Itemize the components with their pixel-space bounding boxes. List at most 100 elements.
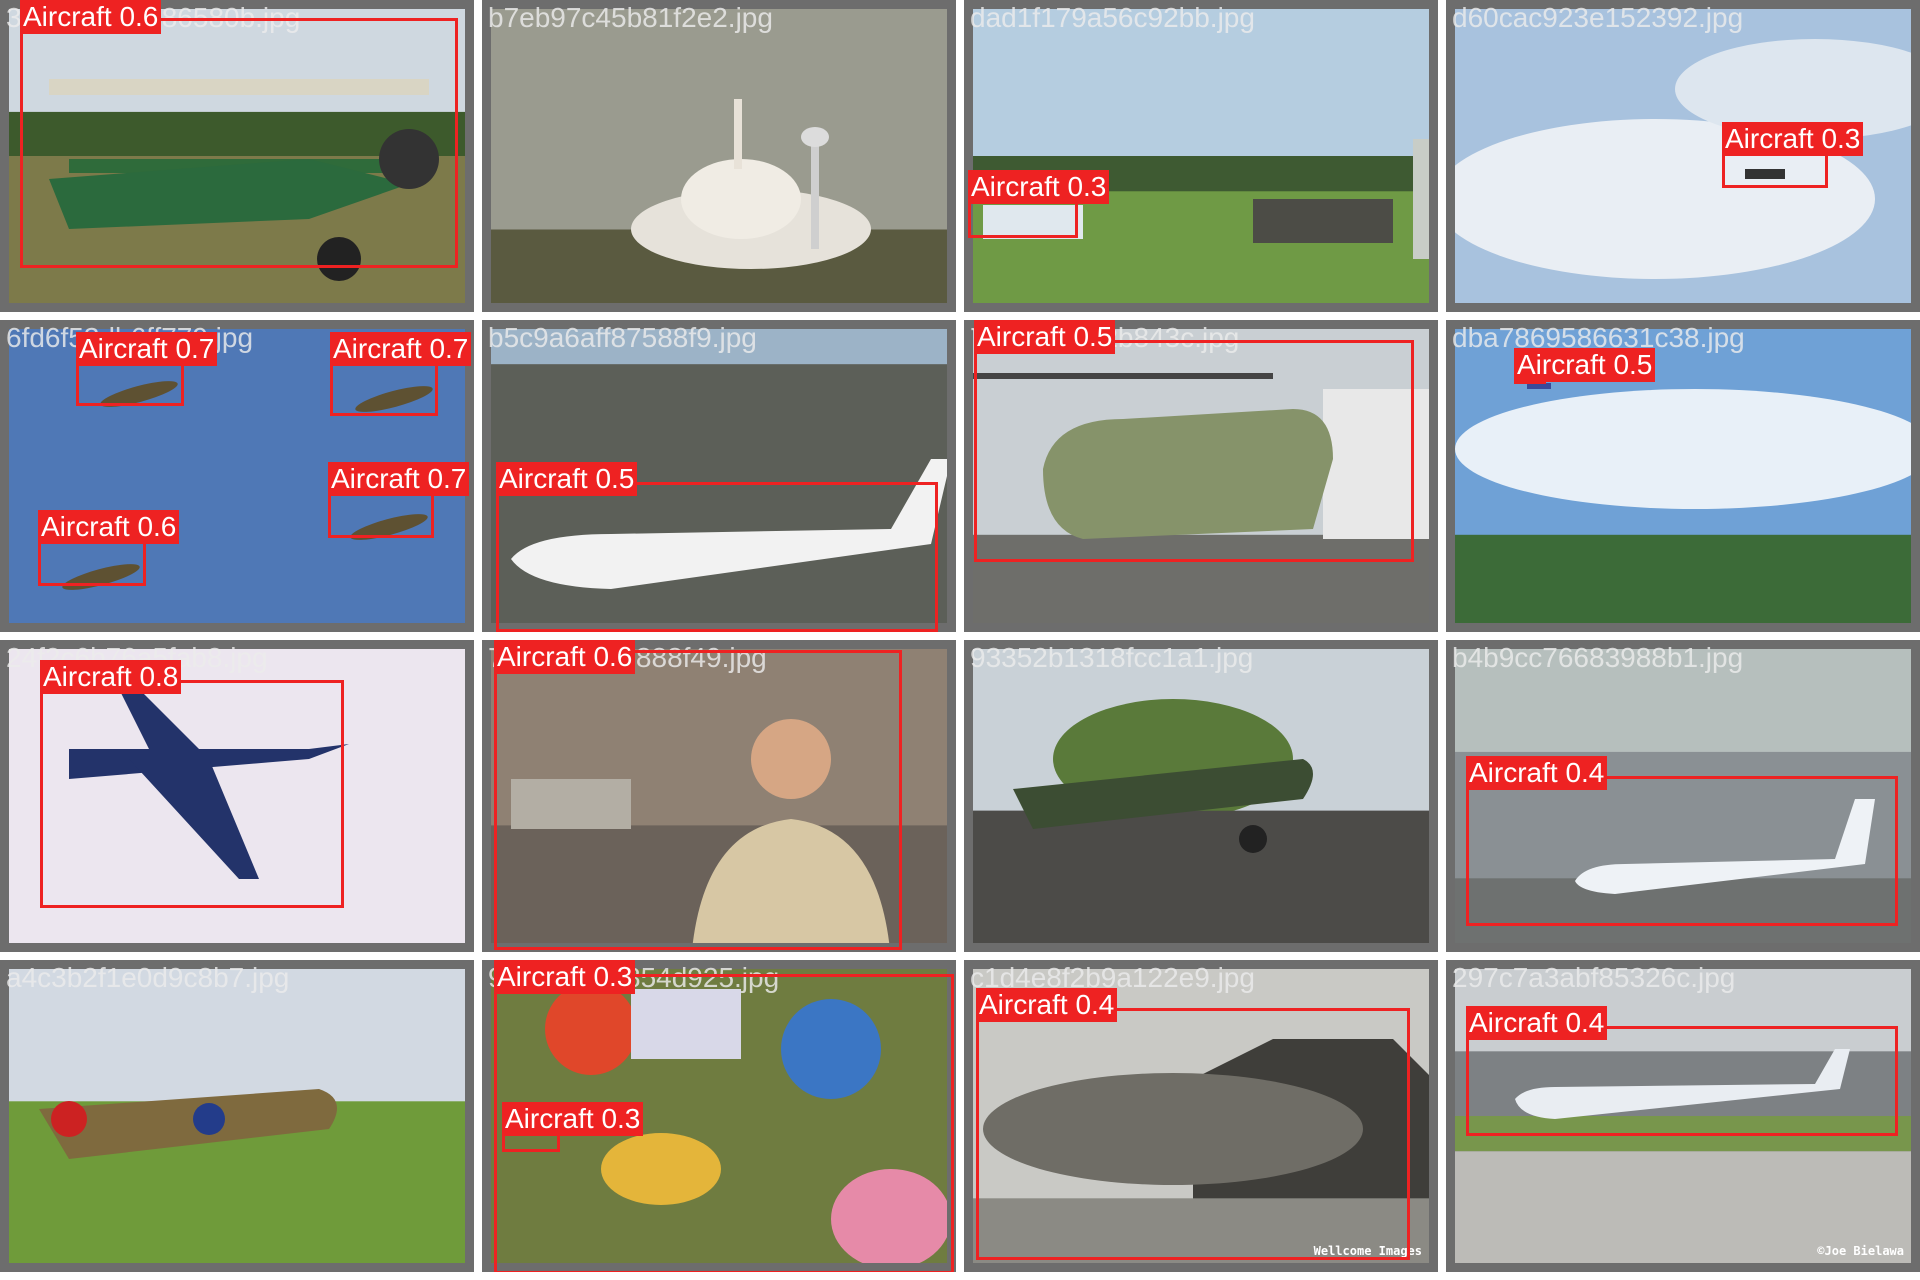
helicopters: [1253, 199, 1393, 243]
wheel: [1239, 825, 1267, 853]
smoke: [681, 159, 801, 239]
plane: [1527, 383, 1551, 389]
image-filename: a4c3b2f1e0d9c8b7.jpg: [6, 962, 290, 993]
roundel: [51, 1101, 87, 1137]
photo-scene: [973, 649, 1429, 943]
detection-box[interactable]: [20, 18, 458, 268]
tower: [811, 139, 819, 249]
chinook-body: [1043, 409, 1333, 539]
propeller: [511, 779, 631, 829]
watermark: Wellcome Images: [1313, 1244, 1422, 1258]
image-filename: b7eb97c45b81f2e2.jpg: [488, 2, 773, 33]
rocket: [734, 99, 742, 169]
photo: [491, 9, 947, 303]
result-tile[interactable]: a4c3b2f1e0d9c8b7.jpg: [0, 960, 474, 1272]
photo: [9, 969, 465, 1263]
image-filename: b4b9cc76683988b1.jpg: [1452, 642, 1744, 673]
fuselage: [49, 159, 409, 229]
detection-label: Aircraft 0.6: [20, 0, 162, 34]
photo-scene: [9, 969, 465, 1263]
detection-box[interactable]: [976, 1008, 1410, 1260]
jet: [511, 459, 947, 589]
bee-balloon: [601, 1133, 721, 1205]
result-tile[interactable]: 93352b1318fcc1a1.jpg: [964, 640, 1438, 952]
image-filename: d60cac923e152392.jpg: [1452, 2, 1744, 33]
hornet-wing-top: [119, 689, 199, 749]
balloon: [781, 999, 881, 1099]
photo: [973, 9, 1429, 303]
detection-label: Aircraft 0.3: [502, 1102, 644, 1136]
detection-label: Aircraft 0.4: [1466, 756, 1608, 790]
zeppelin: [983, 1073, 1363, 1185]
warhawk: [1013, 759, 1313, 829]
photo-scene: [491, 649, 947, 943]
photo: [973, 969, 1429, 1263]
building: [1413, 139, 1429, 259]
detection-label: Aircraft 0.5: [974, 320, 1116, 354]
detection-box[interactable]: [974, 340, 1414, 562]
photo-scene: [973, 9, 1429, 303]
photo-scene: [1455, 9, 1911, 303]
spitfire: [350, 514, 428, 540]
photo: [491, 649, 947, 943]
balloon: [545, 983, 637, 1075]
detection-label: Aircraft 0.3: [1722, 122, 1864, 156]
drone: [1745, 169, 1785, 179]
sky: [9, 969, 465, 1116]
image-filename: 93352b1318fcc1a1.jpg: [970, 642, 1254, 673]
detection-label: Aircraft 0.7: [76, 332, 218, 366]
detection-label: Aircraft 0.6: [494, 640, 636, 674]
photo: [9, 649, 465, 943]
flag: [631, 989, 741, 1059]
photo-scene: [1455, 649, 1911, 943]
photo: [9, 9, 465, 303]
detection-label: Aircraft 0.6: [38, 510, 180, 544]
detection-label: Aircraft 0.7: [330, 332, 472, 366]
wheel: [317, 237, 361, 281]
pink-balloon: [831, 1169, 947, 1263]
detection-box[interactable]: [1466, 776, 1898, 926]
detection-box[interactable]: [40, 680, 344, 908]
shirt: [692, 819, 890, 943]
upper-wing: [49, 79, 429, 95]
detection-box[interactable]: [494, 650, 902, 950]
face: [751, 719, 831, 799]
hornet-wing: [129, 759, 259, 879]
cloud: [1455, 119, 1875, 279]
detection-box[interactable]: [1466, 1026, 1898, 1136]
detection-box[interactable]: [494, 974, 954, 1272]
ana-jet: [1575, 799, 1875, 894]
cloud: [1675, 39, 1911, 139]
photo: [973, 329, 1429, 623]
photo-scene: [973, 329, 1429, 623]
photo-scene: [1455, 329, 1911, 623]
tent: [983, 205, 1083, 239]
photo: [1455, 649, 1911, 943]
spitfire: [100, 381, 178, 407]
result-tile[interactable]: b7eb97c45b81f2e2.jpg: [482, 0, 956, 312]
detection-label: Aircraft 0.8: [40, 660, 182, 694]
detection-box[interactable]: [496, 482, 938, 632]
detection-label: Aircraft 0.4: [976, 988, 1118, 1022]
photo: [973, 649, 1429, 943]
photo: [1455, 9, 1911, 303]
photo-scene: [491, 9, 947, 303]
detection-label: Aircraft 0.3: [494, 960, 636, 994]
watermark: ©Joe Bielawa: [1817, 1244, 1904, 1258]
tarmac: [1455, 1151, 1911, 1263]
sky: [491, 329, 947, 365]
